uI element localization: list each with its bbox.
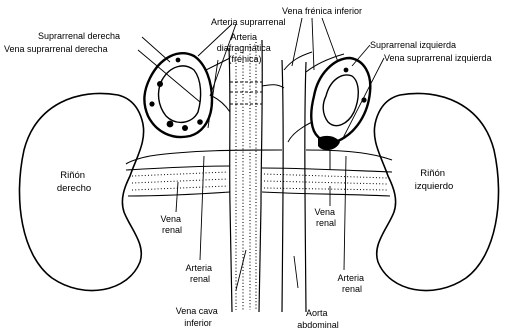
label-rinon-derecho: Riñón derecho xyxy=(57,170,91,194)
label-suprarrenal-derecha: Suprarrenal derecha xyxy=(38,31,120,41)
label-arteria-renal-izquierda: Arteria renal xyxy=(337,273,366,294)
label-arteria-diafragmatica: Arteria diafragmática (frénica) xyxy=(217,32,274,64)
label-vena-suprarrenal-izquierda: Vena suprarrenal izquierda xyxy=(384,53,492,63)
label-vena-renal-derecha: Vena renal xyxy=(160,214,183,235)
label-suprarrenal-izquierda: Suprarrenal izquierda xyxy=(370,40,456,50)
label-arteria-suprarrenal: Arteria suprarrenal xyxy=(211,17,286,27)
label-vena-frenica-inferior: Vena frénica inferior xyxy=(282,6,362,16)
label-aorta-abdominal: Aorta abdominal xyxy=(297,308,339,330)
right-renal-vein xyxy=(126,166,230,196)
label-rinon-izquierdo: Riñón izquierdo xyxy=(415,168,454,192)
left-adrenal-gland xyxy=(288,58,370,170)
label-arteria-renal-derecha: Arteria renal xyxy=(185,263,214,284)
inferior-vena-cava xyxy=(229,40,262,312)
abdominal-aorta xyxy=(282,60,306,312)
label-vena-cava-inferior: Vena cava inferior xyxy=(176,306,221,328)
label-vena-suprarrenal-derecha: Vena suprarrenal derecha xyxy=(4,44,108,54)
left-renal-vein xyxy=(262,168,392,196)
label-vena-renal-izquierda: Vena renal xyxy=(314,207,337,228)
